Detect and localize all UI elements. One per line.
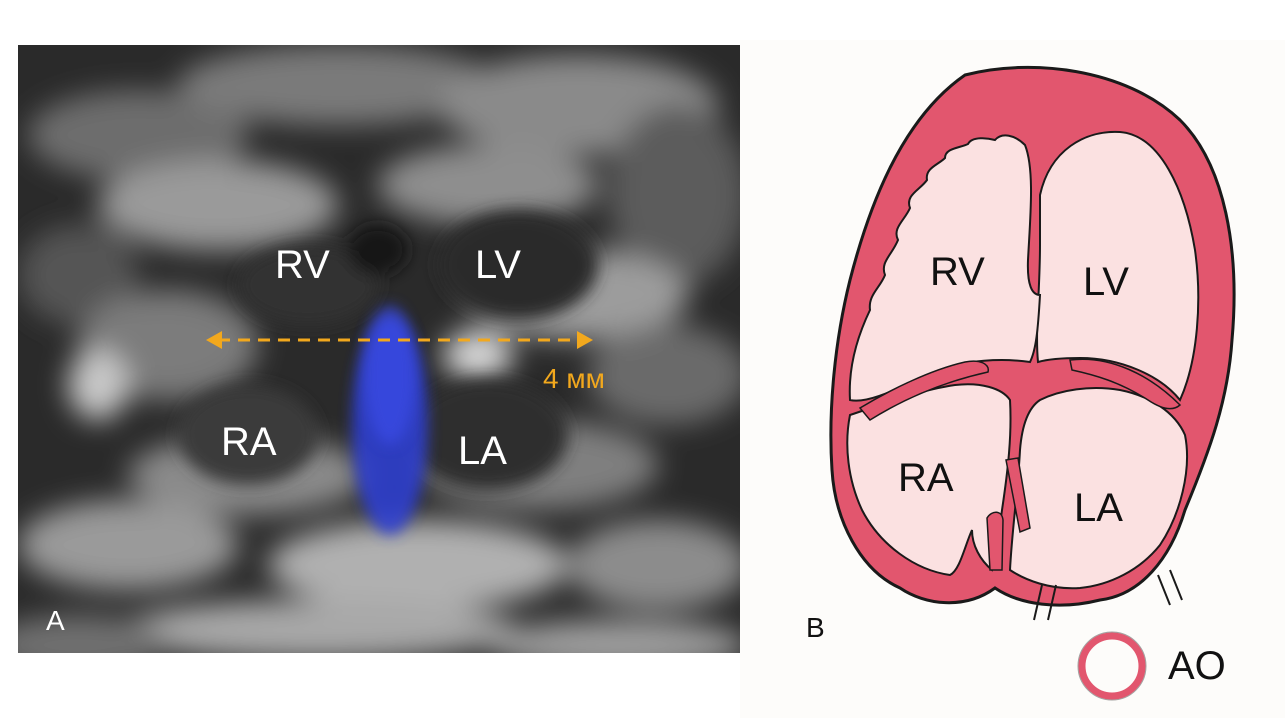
ultrasound-image [18,45,740,653]
measurement-label: 4 мм [543,363,605,394]
av-valve-left [858,360,989,421]
label-ra-schematic: RA [898,456,954,500]
interatrial-septum-base [986,511,1004,571]
color-flow-core [364,305,416,445]
heart-schematic [829,65,1236,701]
label-ao-schematic: AO [1168,644,1226,688]
panel-letter-b: B [806,612,825,643]
av-valve-right [1069,358,1182,410]
arrow-right-icon [577,331,593,349]
arrow-left-icon [206,331,222,349]
label-ra-ultrasound: RA [221,420,277,464]
schematic-panel: RV LV RA LA AO B [740,40,1285,718]
interatrial-septum-segment [1005,457,1031,534]
aorta-ring [1078,632,1146,700]
pulmonary-veins [1033,569,1183,621]
measurement-line [206,331,593,349]
panel-letter-a: A [46,605,65,636]
label-la-schematic: LA [1074,486,1123,530]
label-rv-schematic: RV [930,250,985,294]
label-rv-ultrasound: RV [275,243,330,287]
label-lv-schematic: LV [1083,260,1129,304]
ultrasound-panel: RV LV RA LA 4 мм A [18,45,740,653]
label-la-ultrasound: LA [458,429,507,473]
chamber-shadows [178,210,598,490]
rv-cavity [848,134,1042,402]
label-lv-ultrasound: LV [475,243,521,287]
lv-cavity [1036,130,1200,402]
